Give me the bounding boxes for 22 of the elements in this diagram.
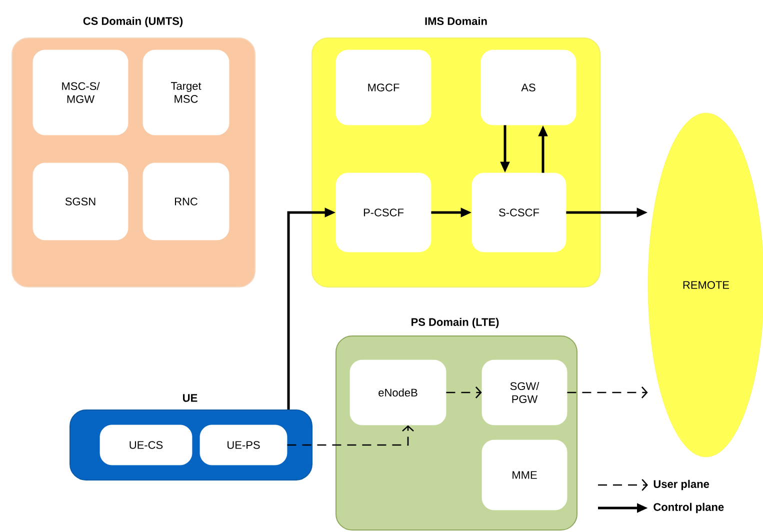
function-box: SGSN [32, 162, 128, 240]
function-box: MME [482, 440, 568, 510]
arrow [446, 386, 482, 398]
domain-heading: PS Domain (LTE) [412, 318, 499, 328]
function-box: MSC-S/ MGW [32, 50, 128, 136]
function-box: RNC [142, 162, 230, 240]
arrow [287, 425, 414, 446]
function-box: MGCF [336, 50, 432, 126]
domain-heading: CS Domain (UMTS) [83, 16, 183, 28]
function-box: P-CSCF [336, 172, 432, 252]
domain-heading: IMS Domain [425, 16, 487, 26]
function-box: SGW/ PGW [482, 360, 568, 426]
function-box: UE-PS [200, 424, 288, 466]
function-box: S-CSCF [472, 172, 566, 252]
function-box: eNodeB [350, 360, 446, 426]
legend-text: User plane [654, 480, 710, 490]
function-box: Target MSC [142, 50, 230, 136]
domain-heading: UE [183, 394, 198, 402]
function-box: UE-CS [100, 424, 192, 466]
function-box: AS [480, 50, 576, 126]
legend-text: Control plane [654, 502, 724, 514]
arrow [567, 386, 648, 398]
